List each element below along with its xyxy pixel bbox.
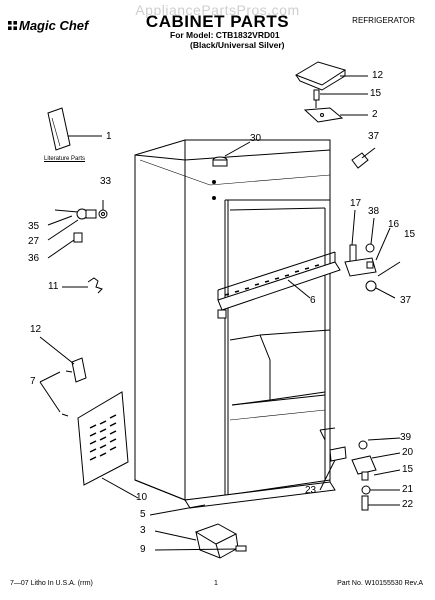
brand-mark-icon (8, 21, 17, 30)
cabinet (134, 139, 331, 501)
top-plug (212, 141, 251, 200)
shelf-clip (62, 277, 103, 294)
callout-39: 39 (400, 432, 412, 443)
callout-35: 37 (368, 131, 380, 142)
callout-36: 37 (400, 295, 412, 306)
callout-24: 27 (28, 236, 40, 247)
callout-30: 33 (100, 176, 112, 187)
footer-part-number: Part No. W10155530 Rev.A (337, 580, 423, 587)
callout-2: 2 (372, 109, 378, 120)
model-variant: (Black/Universal Silver) (190, 40, 285, 50)
callout-12: 12 (30, 324, 42, 335)
callout-16: 16 (388, 219, 400, 230)
bottom-hinge (319, 437, 401, 511)
brand-logo: Magic Chef (8, 18, 88, 33)
callout-5: 6 (310, 295, 316, 306)
callout-33: 35 (28, 221, 40, 232)
callout-15-top: 15 (370, 88, 382, 99)
literature-label: Literature Parts (44, 156, 86, 162)
callout-11: 11 (48, 281, 59, 292)
callout-9: 9 (140, 544, 146, 555)
callout-3: 3 (140, 525, 146, 536)
footer-print-info: 7—07 Litho In U.S.A. (rrm) (10, 580, 93, 587)
model-number: For Model: CTB1832VRD01 (170, 30, 280, 40)
callout-37: 36 (28, 253, 40, 264)
callout-1: 1 (106, 131, 112, 142)
page-title: CABINET PARTS (145, 12, 290, 31)
callout-22: 22 (402, 499, 414, 510)
fresh-food-recess (229, 329, 331, 421)
cabinet-base (184, 427, 336, 509)
callout-23: 23 (305, 485, 317, 496)
literature-booklet (47, 107, 102, 151)
callout-38: 38 (368, 206, 380, 217)
callout-20: 20 (402, 447, 414, 458)
callout-15-mid: 15 (404, 229, 416, 240)
callout-17: 17 (350, 198, 362, 209)
callout-10: 10 (136, 492, 148, 503)
callout-21: 21 (402, 484, 414, 495)
back-panel (77, 391, 139, 499)
divider-mullion (217, 251, 341, 319)
callout-4: 12 (372, 70, 384, 81)
watermark: AppliancePartsPros.com (135, 2, 300, 18)
compressor-base (154, 523, 247, 559)
leveling-bracket (39, 336, 87, 417)
footer-page-number: 1 (214, 580, 218, 587)
hinge-cover (294, 61, 368, 91)
callout-7: 7 (30, 376, 36, 387)
door-stop (351, 147, 376, 169)
door-hinge-left (47, 200, 108, 259)
appliance-category: REFRIGERATOR (352, 16, 415, 25)
callout-15-bottom: 15 (402, 464, 414, 475)
callout-27: 30 (250, 133, 262, 144)
top-hinge-assembly (303, 89, 368, 123)
callout-6: 5 (140, 509, 146, 520)
center-hinge (344, 209, 401, 299)
brand-name: Magic Chef (19, 18, 89, 33)
